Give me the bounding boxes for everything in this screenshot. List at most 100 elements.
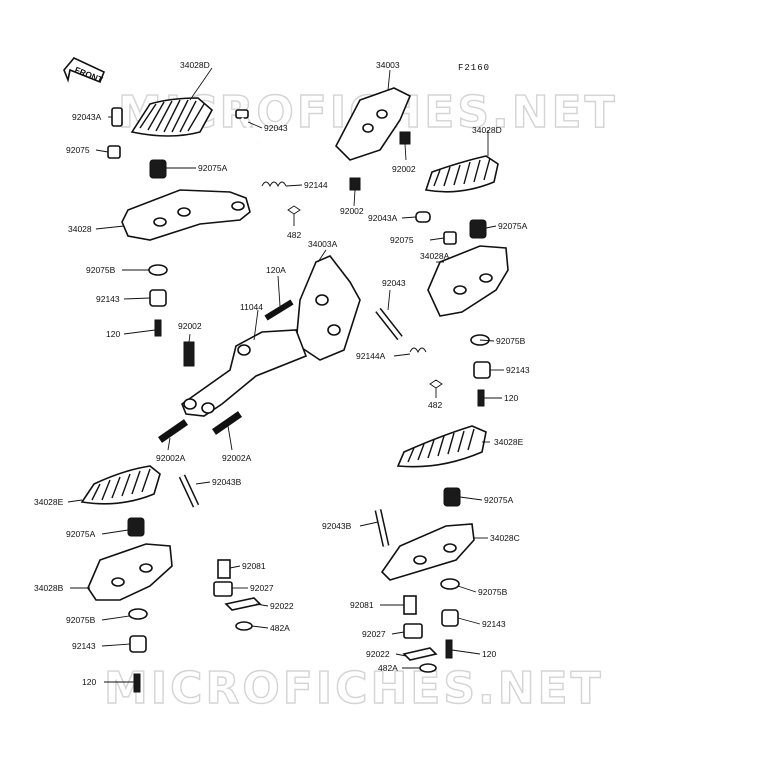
bolt-120A: [264, 299, 294, 321]
collar-92075A-lower-left: [127, 517, 145, 537]
spring-92144: [261, 181, 287, 188]
footpeg-bracket-34028A: [427, 245, 509, 317]
label-92075-top: 92075: [66, 145, 90, 155]
bolt-120-lower-left: [133, 673, 141, 693]
label-34028C: 34028C: [490, 533, 520, 543]
label-482A-left: 482A: [270, 623, 290, 633]
pin-92043B-right: [374, 509, 390, 547]
leader-lines: [67, 67, 504, 683]
label-92022-right: 92022: [366, 649, 390, 659]
label-92002A-a: 92002A: [156, 453, 186, 463]
pin-92043A-top: [111, 107, 123, 127]
plate-92022-right: [402, 647, 438, 661]
plunger-92027-left: [213, 581, 233, 597]
label-92075A-lower-left: 92075A: [66, 529, 96, 539]
label-92002-a: 92002: [392, 164, 416, 174]
washer-92075B-lower-left: [128, 608, 148, 620]
bolt-92002-a: [399, 131, 411, 145]
bolt-120-lower-right: [445, 639, 453, 659]
label-34028D-right: 34028D: [472, 125, 502, 135]
bolt-92002-c: [183, 341, 195, 367]
clip-482-mid: [429, 379, 443, 389]
plate-92022-left: [224, 597, 262, 611]
collar-92075A-lower-right: [443, 487, 461, 507]
label-92081-left: 92081: [242, 561, 266, 571]
plunger-92027-right: [403, 623, 423, 639]
label-92075B-lower-right: 92075B: [478, 587, 508, 597]
label-92075-right: 92075: [390, 235, 414, 245]
label-34028D-top: 34028D: [180, 60, 210, 70]
label-92043B-left: 92043B: [212, 477, 242, 487]
label-92143-lower-right: 92143: [482, 619, 506, 629]
footpeg-bracket-34028C: [380, 523, 475, 581]
label-120A: 120A: [266, 265, 286, 275]
footpeg-rubber-34028E-right: [396, 425, 487, 468]
label-482-mid: 482: [428, 400, 442, 410]
damper-92143-lower-left: [129, 635, 147, 653]
label-92143-lower-left: 92143: [72, 641, 96, 651]
damper-92143-right: [473, 361, 491, 379]
label-482-top: 482: [287, 230, 301, 240]
label-92143-right: 92143: [506, 365, 530, 375]
footpeg-rubber-34028D-top: [130, 97, 214, 137]
footpeg-bracket-34028B: [87, 543, 173, 601]
label-92043-mid: 92043: [382, 278, 406, 288]
pin-92043-mid: [375, 307, 403, 341]
label-120-lower-right: 120: [482, 649, 496, 659]
label-92043A-top: 92043A: [72, 112, 102, 122]
label-92144: 92144: [304, 180, 328, 190]
label-92075B-left: 92075B: [86, 265, 116, 275]
footpeg-rubber-34028D-right: [424, 155, 499, 193]
label-92075A-right: 92075A: [498, 221, 528, 231]
bolt-92002-b: [349, 177, 361, 191]
label-92027-right: 92027: [362, 629, 386, 639]
bracket-34003A: [295, 255, 361, 361]
clip-482-top: [287, 205, 301, 215]
frame-11044: [181, 329, 308, 417]
footpeg-bracket-34028: [121, 189, 251, 241]
front-arrow-icon: FRONT: [63, 57, 106, 85]
watermark-bottom: MICROFICHES.NET: [104, 663, 604, 714]
bracket-34003: [335, 87, 412, 161]
pin-92043B-left: [178, 474, 200, 508]
bolt-92002A-b: [212, 411, 242, 435]
pin-92043A-right: [415, 211, 431, 223]
footpeg-rubber-34028E-left: [80, 465, 161, 505]
label-92081-right: 92081: [350, 600, 374, 610]
label-92043B-right: 92043B: [322, 521, 352, 531]
label-34028B: 34028B: [34, 583, 64, 593]
label-92022-left: 92022: [270, 601, 294, 611]
clip-482A-left: [235, 621, 253, 631]
part-labels: 34028D 34003 92043A 92043 92075 92075A 9…: [34, 60, 530, 687]
label-34028E-left: 34028E: [34, 497, 64, 507]
damper-92143-lower-right: [441, 609, 459, 627]
label-92075A-lower-right: 92075A: [484, 495, 514, 505]
label-92002A-b: 92002A: [222, 453, 252, 463]
collar-92075A-right: [469, 219, 487, 239]
label-34028A: 34028A: [420, 251, 450, 261]
label-92002-c: 92002: [178, 321, 202, 331]
label-92043-top: 92043: [264, 123, 288, 133]
label-92002-b: 92002: [340, 206, 364, 216]
label-34028: 34028: [68, 224, 92, 234]
washer-92075B-left: [148, 264, 168, 276]
label-482A-right: 482A: [378, 663, 398, 673]
bolt-120-left: [154, 319, 162, 337]
label-34028E-right: 34028E: [494, 437, 524, 447]
label-11044: 11044: [240, 302, 263, 312]
clip-482A-right: [419, 663, 437, 673]
bolt-92002A-a: [158, 419, 188, 443]
pin-92043-top: [235, 109, 260, 143]
label-120-right: 120: [504, 393, 518, 403]
label-92027-left: 92027: [250, 583, 274, 593]
label-34003: 34003: [376, 60, 400, 70]
bolt-120-right: [477, 389, 485, 407]
label-92143-left: 92143: [96, 294, 120, 304]
washer-92075B-lower-right: [440, 578, 460, 590]
label-92075B-right: 92075B: [496, 336, 526, 346]
label-92144A: 92144A: [356, 351, 386, 361]
collar-92075A-top: [149, 159, 167, 179]
diagram-code: F2160: [458, 63, 490, 73]
